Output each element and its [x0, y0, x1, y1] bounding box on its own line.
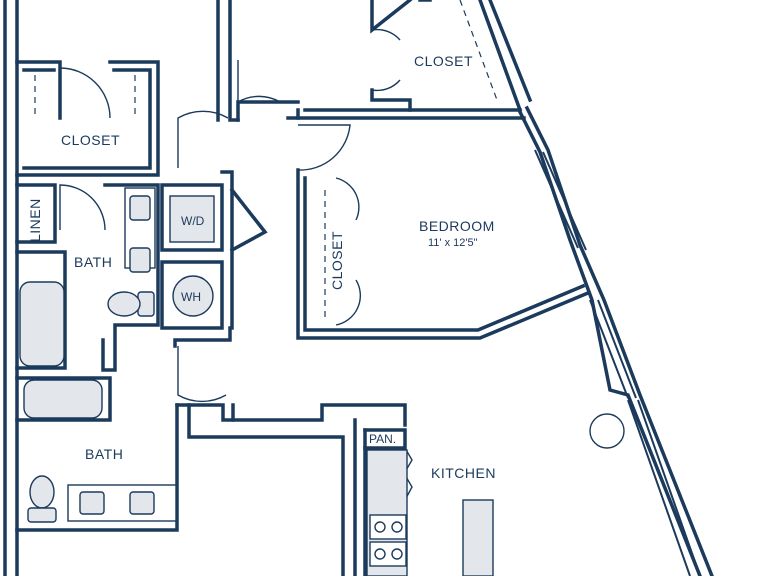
label-wh: WH — [181, 290, 201, 304]
walls — [3, 0, 714, 576]
water-heater — [172, 275, 214, 317]
label-closet-left: CLOSET — [61, 132, 120, 148]
bathtub-lower — [23, 379, 103, 419]
laundry-fixtures — [169, 195, 215, 317]
doors — [59, 28, 413, 501]
sink-lower-2 — [129, 491, 155, 515]
label-bedroom-dims: 11' x 12'5" — [428, 237, 478, 249]
label-closet-bedroom: CLOSET — [329, 231, 345, 290]
room-labels: CLOSET CLOSET LINEN BATH W/D WH BEDROOM … — [27, 53, 496, 481]
kitchen-fixtures — [366, 413, 625, 576]
bathtub-upper — [19, 281, 65, 367]
label-linen: LINEN — [27, 198, 43, 242]
label-closet-top: CLOSET — [414, 53, 473, 69]
label-bath-lower: BATH — [85, 446, 123, 462]
sink-upper-2 — [129, 247, 151, 273]
column-circle — [589, 413, 625, 449]
sink-lower-1 — [79, 491, 105, 515]
washer-dryer — [169, 195, 215, 243]
label-bath-upper: BATH — [74, 254, 112, 270]
label-bedroom: BEDROOM — [419, 218, 495, 234]
closet-shelves — [34, 0, 498, 320]
toilet-bowl-upper — [107, 291, 141, 317]
sink-upper-1 — [129, 195, 151, 221]
label-kitchen: KITCHEN — [431, 465, 496, 481]
bath-fixtures — [19, 187, 177, 523]
label-pantry: PAN. — [369, 432, 396, 446]
label-wd: W/D — [181, 214, 205, 228]
kitchen-island — [462, 499, 494, 576]
toilet-tank-lower — [27, 507, 57, 523]
toilet-bowl-lower — [29, 475, 55, 509]
